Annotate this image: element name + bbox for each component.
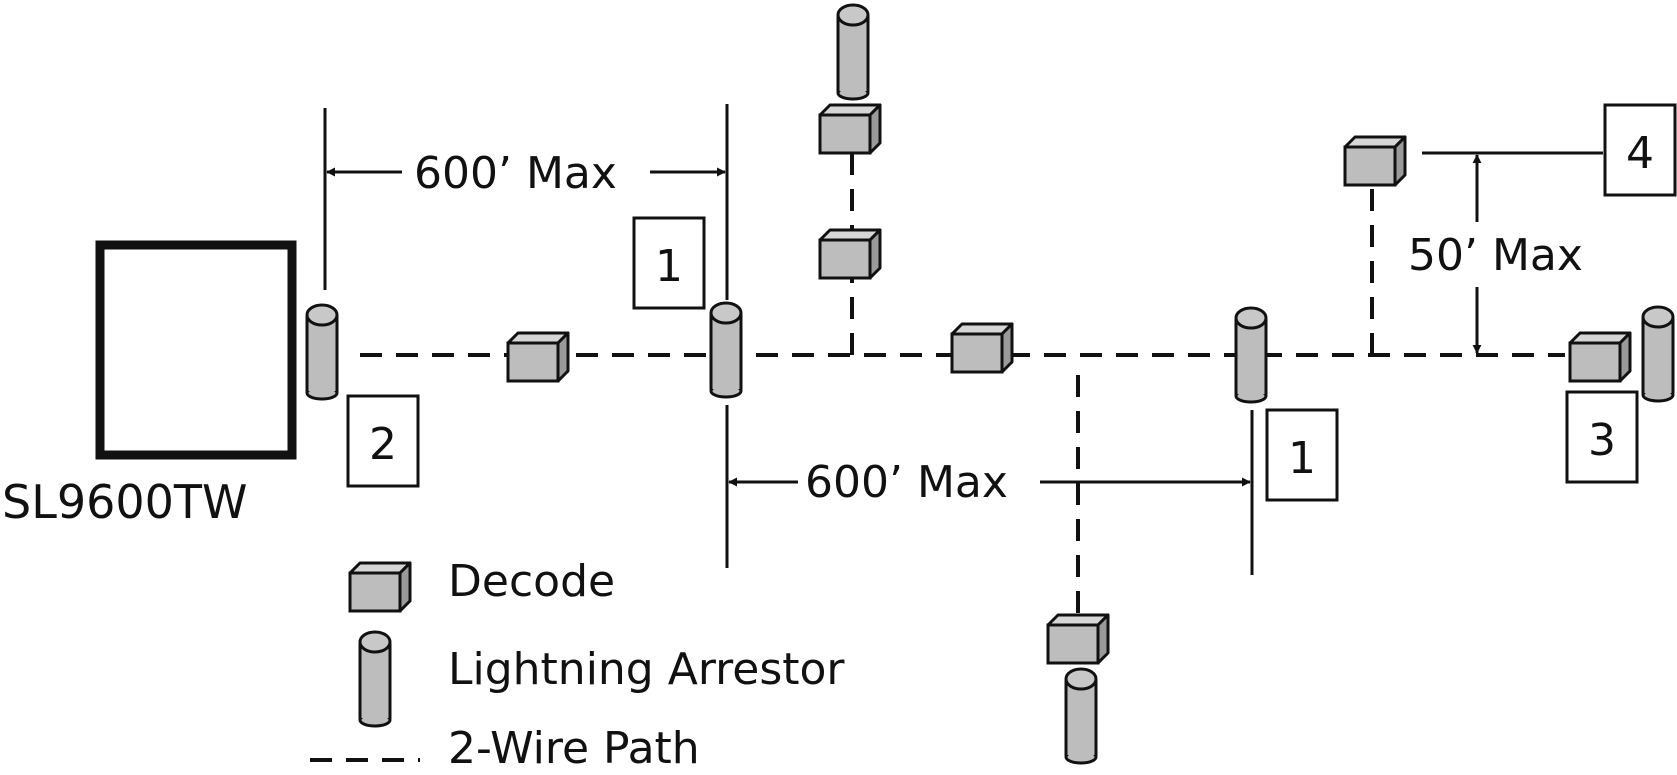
svg-text:2: 2 [369, 419, 397, 470]
decoder-icon [1568, 331, 1632, 383]
svg-text:3: 3 [1588, 415, 1616, 466]
svg-text:1: 1 [1288, 433, 1316, 484]
callout-box: 2 [346, 394, 420, 488]
legend-decoder-label: Decode [448, 556, 615, 607]
bottom-span-label: 600’ Max [805, 457, 1008, 508]
lightning-arrestor-icon [1234, 306, 1268, 404]
controller-label: SL9600TW [2, 475, 247, 529]
lightning-arrestor-icon [836, 3, 870, 101]
callout-box: 4 [1603, 103, 1677, 197]
svg-text:1: 1 [655, 241, 683, 292]
top-span-label: 600’ Max [414, 148, 617, 199]
legend-wire-label: 2-Wire Path [448, 723, 700, 774]
dimension-arrows [326, 154, 1482, 487]
callout-box: 3 [1565, 390, 1639, 484]
svg-text:4: 4 [1626, 128, 1654, 179]
legend-arrestor-label: Lightning Arrestor [448, 644, 845, 695]
decoder-icon [506, 331, 570, 383]
legend: Decode Lightning Arrestor 2-Wire Path [310, 556, 845, 774]
legend-decoder-icon [348, 561, 412, 613]
callout-box: 1 [632, 216, 706, 310]
legend-arrestor-icon [358, 630, 392, 728]
decoder-icon [950, 322, 1014, 374]
decoder-icon [818, 103, 882, 155]
lightning-arrestor-icon [1641, 305, 1675, 403]
two-wire-paths [360, 150, 1565, 620]
decoder-icon [1343, 135, 1407, 187]
extension-lines [323, 104, 1603, 575]
callout-box: 1 [1265, 408, 1339, 502]
lightning-arrestor-icon [305, 303, 339, 401]
lightning-arrestor-icon [709, 301, 743, 399]
decoder-icon [818, 228, 882, 280]
lightning-arrestor-icon [1064, 667, 1098, 765]
vertical-span-label: 50’ Max [1408, 230, 1583, 281]
controller-box [95, 240, 297, 460]
decoder-icon [1046, 613, 1110, 665]
